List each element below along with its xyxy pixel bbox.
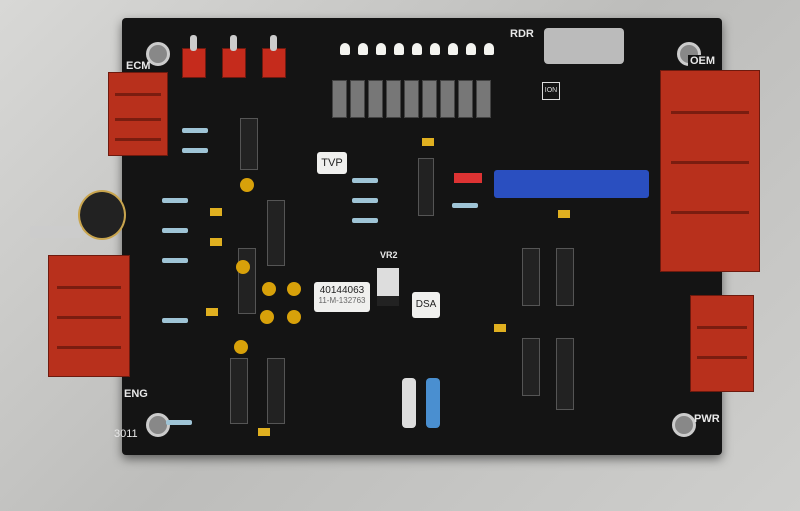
toggle-switch[interactable] [182,35,206,78]
led [376,43,386,55]
label-rdr: RDR [510,28,534,40]
led [448,43,458,55]
resistor [352,178,378,183]
capacitor [234,340,248,354]
resistor [162,198,188,203]
mounting-hole [146,413,170,437]
led [430,43,440,55]
ecm-connector[interactable] [108,72,168,156]
ic-chip [522,338,540,396]
oem-connector[interactable] [660,70,760,272]
toggle-switch[interactable] [222,35,246,78]
tantalum-capacitor [206,308,218,316]
resistor [162,258,188,263]
voltage-regulator [377,268,399,306]
power-resistor [332,80,347,118]
red-component [454,173,482,183]
eng-connector[interactable] [48,255,130,377]
capacitor [262,282,276,296]
capacitor-blue [426,378,440,428]
power-resistor [476,80,491,118]
blue-trimmer[interactable] [494,170,649,198]
led [358,43,368,55]
capacitor-white [402,378,416,428]
resistor [452,203,478,208]
sticker-line1: 40144063 [319,285,365,296]
circuit-board: ECM RDR ENG PWR 3011 VR2 TVP 40144063 11… [114,18,722,455]
power-resistor [440,80,455,118]
mounting-hole [672,413,696,437]
ic-chip [522,248,540,306]
resistor [352,198,378,203]
led [484,43,494,55]
resistor [166,420,192,425]
tantalum-capacitor [558,210,570,218]
resistor [162,318,188,323]
led [340,43,350,55]
mounting-hole [146,42,170,66]
tvp-sticker: TVP [317,152,347,174]
power-resistor [458,80,473,118]
led [412,43,422,55]
pwr-connector[interactable] [690,295,754,392]
ic-chip [230,358,248,424]
tantalum-capacitor [422,138,434,146]
sticker-line2: 11-M-132763 [318,296,366,305]
label-eng: ENG [124,388,148,400]
capacitor [287,282,301,296]
power-resistor [350,80,365,118]
dsa-sticker: DSA [412,292,440,318]
tantalum-capacitor [258,428,270,436]
resistor [162,228,188,233]
power-resistor [404,80,419,118]
toggle-switch[interactable] [262,35,286,78]
ic-chip [556,338,574,410]
capacitor [236,260,250,274]
label-vr2: VR2 [380,250,398,260]
capacitor [240,178,254,192]
label-code: 3011 [114,428,138,440]
tantalum-capacitor [494,324,506,332]
ic-chip [267,358,285,424]
tantalum-capacitor [210,208,222,216]
power-resistor [368,80,383,118]
capacitor [287,310,301,324]
led [394,43,404,55]
power-resistor [422,80,437,118]
led [466,43,476,55]
resistor [352,218,378,223]
tantalum-capacitor [210,238,222,246]
label-oem: OEM [688,55,718,68]
ion-logo: ION [542,82,560,100]
capacitor [260,310,274,324]
ic-chip [238,248,256,314]
potentiometer-shaft[interactable] [30,226,82,238]
label-pwr: PWR [694,413,720,425]
potentiometer[interactable] [78,190,126,240]
serial-sticker: 40144063 11-M-132763 [314,282,370,312]
db-connector[interactable] [544,28,624,64]
power-resistor [386,80,401,118]
ic-chip [418,158,434,216]
resistor [182,128,208,133]
ic-chip [556,248,574,306]
ic-chip [240,118,258,170]
label-ecm: ECM [126,60,151,72]
ic-chip [267,200,285,266]
resistor [182,148,208,153]
